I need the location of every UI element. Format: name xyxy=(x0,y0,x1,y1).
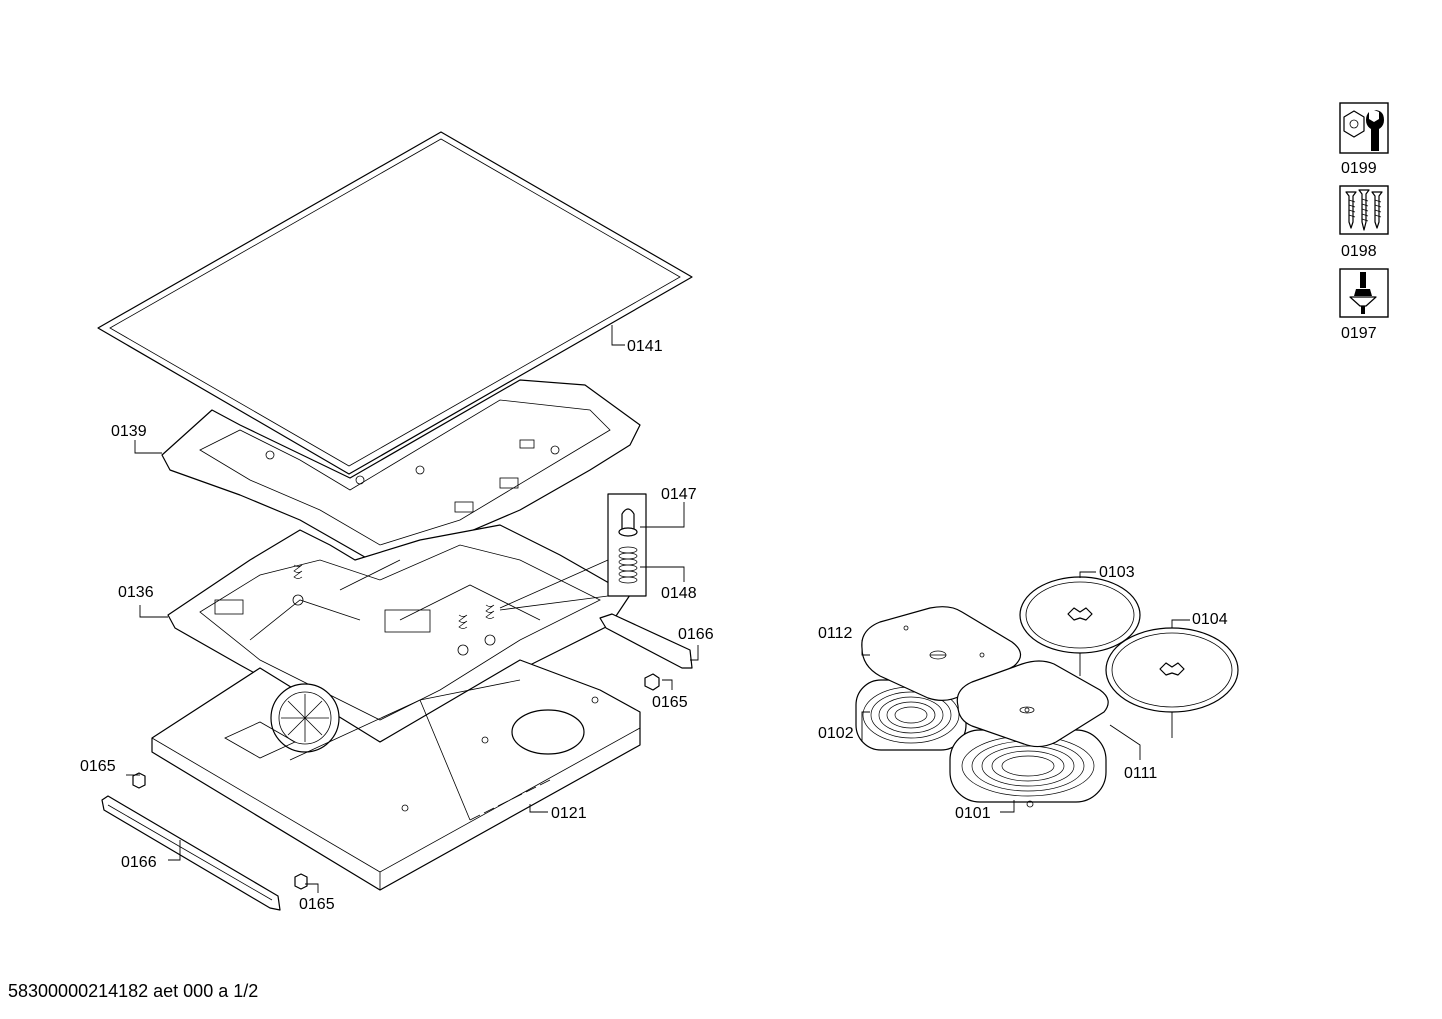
part-label-0165[interactable]: 0165 xyxy=(80,758,116,775)
leader-lines xyxy=(126,325,1190,893)
coil-0111-part[interactable] xyxy=(956,660,1109,748)
coil-0101-part[interactable] xyxy=(949,729,1107,808)
coil-0112-part[interactable] xyxy=(861,606,1022,701)
part-label-0111[interactable]: 0111 xyxy=(1124,765,1157,782)
detail-window xyxy=(499,493,647,611)
part-label-0147[interactable]: 0147 xyxy=(661,486,697,503)
mounting-rail-part[interactable] xyxy=(101,795,281,911)
part-label-0136[interactable]: 0136 xyxy=(118,584,154,601)
wrench-nut-icon[interactable] xyxy=(1339,102,1389,154)
drawing-number: 58300000214182 aet 000 a 1/2 xyxy=(8,981,259,1001)
screws-icon[interactable] xyxy=(1339,185,1389,235)
support-plate-part[interactable] xyxy=(161,379,641,561)
part-label-0166[interactable]: 0166 xyxy=(121,854,157,871)
screwdriver-icon[interactable] xyxy=(1339,268,1389,318)
glass-top-part[interactable] xyxy=(97,131,693,475)
clip-part[interactable] xyxy=(644,673,660,691)
clip-part[interactable] xyxy=(132,772,146,789)
part-label-0102[interactable]: 0102 xyxy=(818,725,854,742)
part-label-0166[interactable]: 0166 xyxy=(678,626,714,643)
coil-0104-part[interactable] xyxy=(1105,627,1239,738)
mounting-rail-part[interactable] xyxy=(599,613,693,669)
frame-spring xyxy=(457,614,469,656)
part-label-0165[interactable]: 0165 xyxy=(652,694,688,711)
part-label-0112[interactable]: 0112 xyxy=(818,625,853,642)
spring-part[interactable] xyxy=(618,546,638,584)
part-label-0104[interactable]: 0104 xyxy=(1192,611,1228,628)
part-label-0165[interactable]: 0165 xyxy=(299,896,335,913)
clip-part[interactable] xyxy=(294,873,308,890)
part-label-0198[interactable]: 0198 xyxy=(1341,243,1377,260)
frame-spring xyxy=(484,604,496,646)
part-label-0121[interactable]: 0121 xyxy=(551,805,587,822)
part-label-0199[interactable]: 0199 xyxy=(1341,160,1377,177)
part-label-0101[interactable]: 0101 xyxy=(955,805,991,822)
bottom-housing-part[interactable] xyxy=(151,659,641,891)
spring-cap-part[interactable] xyxy=(618,508,638,537)
frame-spring xyxy=(292,564,304,606)
part-label-0141[interactable]: 0141 xyxy=(627,338,663,355)
part-label-0148[interactable]: 0148 xyxy=(661,585,697,602)
part-label-0139[interactable]: 0139 xyxy=(111,423,147,440)
coil-0103-part[interactable] xyxy=(1019,576,1141,676)
part-label-0103[interactable]: 0103 xyxy=(1099,564,1135,581)
part-label-0197[interactable]: 0197 xyxy=(1341,325,1377,342)
